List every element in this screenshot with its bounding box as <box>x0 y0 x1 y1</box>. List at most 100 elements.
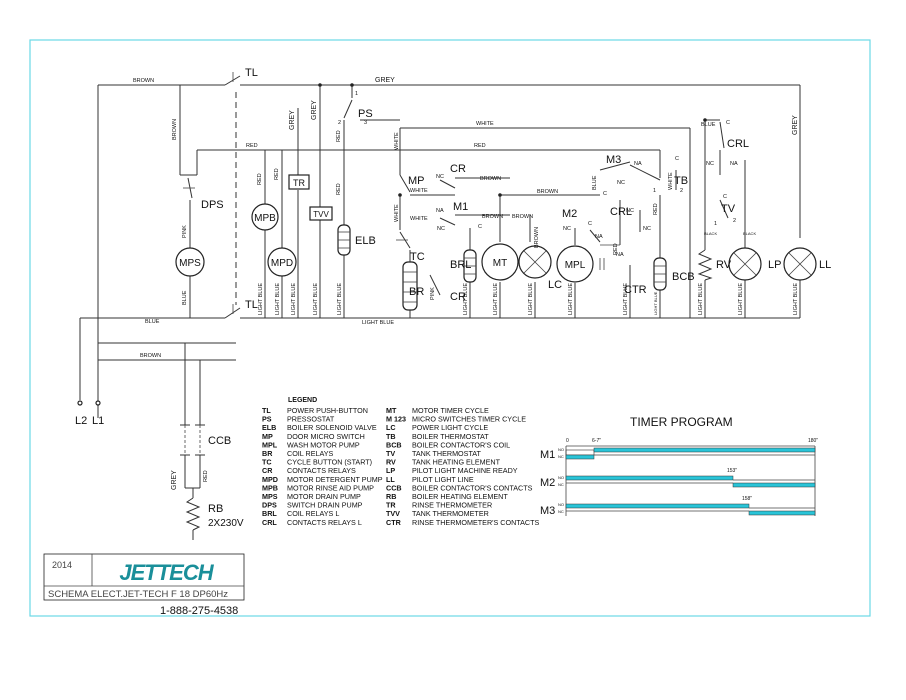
wire-label-grey-v3: GREY <box>792 115 799 135</box>
svg-text:C: C <box>588 221 592 227</box>
label-tvv: TVV <box>313 210 329 219</box>
timer-bar-m2-nc <box>732 482 816 488</box>
wire-label-lb-14: LIGHT BLUE <box>793 283 799 315</box>
timer-row-m1: M1 <box>540 449 555 461</box>
wire-label-brown-3: BROWN <box>537 189 558 195</box>
svg-text:C: C <box>675 156 679 162</box>
svg-text:C: C <box>478 224 482 230</box>
wire-label-white-3: WHITE <box>410 216 428 222</box>
timer-mark-m3: 158" <box>742 496 752 502</box>
timer-bar-m2-no <box>565 475 734 481</box>
wire-label-lb-2: LIGHT BLUE <box>275 283 281 315</box>
label-cr-top: CR <box>450 163 466 175</box>
label-ctr: CTR <box>624 284 647 296</box>
timer-bar-m1-no <box>593 447 816 453</box>
timer-mark-m2: 153" <box>727 468 737 474</box>
label-m1: M1 <box>453 201 468 213</box>
drawing-frame <box>29 39 871 617</box>
phone-number: 1-888-275-4538 <box>160 605 238 617</box>
legend-left-desc-3: DOOR MICRO SWITCH <box>287 432 365 441</box>
label-mps: MPS <box>179 258 201 269</box>
label-ccb: CCB <box>208 435 231 447</box>
svg-text:NA: NA <box>436 208 444 214</box>
label-crl-right: CRL <box>727 138 749 150</box>
wire-label-brown-4: BROWN <box>482 214 503 220</box>
wire-label-white: WHITE <box>476 121 494 127</box>
legend-right-desc-9: BOILER CONTACTOR'S CONTACTS <box>412 483 533 492</box>
legend-left-key-6: TC <box>262 458 272 467</box>
svg-text:NO: NO <box>558 475 564 480</box>
legend-right-key-1: M 123 <box>386 415 406 424</box>
legend-right-desc-2: POWER LIGHT CYCLE <box>412 423 488 432</box>
mpl-wash-pump <box>556 245 594 283</box>
wire-label-lb-1: LIGHT BLUE <box>258 283 264 315</box>
wire-label-brown-6: BROWN <box>140 353 161 359</box>
wire-label-lb-13: LIGHT BLUE <box>738 283 744 315</box>
tvv-thermometer <box>309 206 333 221</box>
wire-label-lb-12: LIGHT BLUE <box>698 283 704 315</box>
label-rv: RV <box>716 259 732 271</box>
legend-right-key-11: TR <box>386 501 396 510</box>
wire-label-lb-10: LIGHT BLUE <box>623 283 629 315</box>
legend-right-desc-10: BOILER HEATING ELEMENT <box>412 492 508 501</box>
wire-label-lb-11: LIGHT BLUE <box>653 291 658 315</box>
timer-program: TIMER PROGRAM 0 180" 6-7" 153" 158" M1 N… <box>540 415 818 517</box>
legend-right-key-12: TVV <box>386 509 400 518</box>
svg-text:NC: NC <box>706 161 714 167</box>
wire-label-brown-5: BROWN <box>512 214 533 220</box>
svg-text:NC: NC <box>558 482 564 487</box>
legend-left-desc-7: CONTACTS RELAYS <box>287 466 356 475</box>
wire-label-lb-5: LIGHT BLUE <box>337 283 343 315</box>
label-bcb: BCB <box>672 271 695 283</box>
svg-text:NO: NO <box>558 502 564 507</box>
svg-text:3: 3 <box>364 120 367 126</box>
wire-label-blue-v: BLUE <box>182 290 188 305</box>
svg-text:NA: NA <box>730 161 738 167</box>
legend-left-key-2: ELB <box>262 423 276 432</box>
label-lc: LC <box>548 279 562 291</box>
legend-left-key-10: MPS <box>262 492 278 501</box>
legend-right-desc-6: TANK HEATING ELEMENT <box>412 458 501 467</box>
label-brl: BRL <box>450 259 471 271</box>
svg-text:NA: NA <box>616 252 624 258</box>
svg-text:NC: NC <box>558 454 564 459</box>
label-tl-bottom: TL <box>245 299 258 311</box>
legend-right-desc-3: BOILER THERMOSTAT <box>412 432 489 441</box>
svg-text:NC: NC <box>626 208 634 214</box>
label-tc: TC <box>410 251 425 263</box>
wire-label-grey-v2: GREY <box>311 100 318 120</box>
legend-left-desc-6: CYCLE BUTTON (START) <box>287 458 372 467</box>
label-l2: L2 <box>75 415 87 427</box>
wire-label-brown-2: BROWN <box>480 176 501 182</box>
company-logo: JETTECH <box>119 560 214 585</box>
component-labels: TL TL PS DPS MPS MPB MPD TR TVV ELB MP C… <box>75 67 831 529</box>
timer-bar-m3-no <box>565 503 750 509</box>
legend-left-desc-11: SWITCH DRAIN PUMP <box>287 501 363 510</box>
legend-left-desc-12: COIL RELAYS L <box>287 509 339 518</box>
mpd-pump <box>267 247 297 277</box>
svg-text:1: 1 <box>714 221 717 227</box>
legend-right-key-13: CTR <box>386 518 402 527</box>
wire-label-black: BLACK <box>704 231 717 236</box>
svg-text:1: 1 <box>355 91 358 97</box>
timer-bar-m1-nc <box>565 454 595 460</box>
wire-label-red-v2: RED <box>274 168 280 180</box>
wire-label-red-v7: RED <box>203 470 209 482</box>
legend-left-key-12: BRL <box>262 509 277 518</box>
wire-label-red-2: RED <box>474 143 486 149</box>
timer-row-m2: M2 <box>540 477 555 489</box>
l1-terminal <box>95 400 101 406</box>
wire-label-light-blue: LIGHT BLUE <box>362 320 394 326</box>
timer-title: TIMER PROGRAM <box>630 415 733 429</box>
legend-left-key-8: MPD <box>262 475 278 484</box>
l2-terminal <box>77 400 83 406</box>
legend-right-key-8: LL <box>386 475 395 484</box>
svg-text:C: C <box>723 194 727 200</box>
label-tl-top: TL <box>245 67 258 79</box>
wire-label-red: RED <box>246 143 258 149</box>
legend-left-key-4: MPL <box>262 440 278 449</box>
legend-right-key-4: BCB <box>386 440 402 449</box>
wire-label-white-v: WHITE <box>394 132 400 150</box>
svg-text:1: 1 <box>653 188 656 194</box>
legend-right-key-9: CCB <box>386 483 402 492</box>
